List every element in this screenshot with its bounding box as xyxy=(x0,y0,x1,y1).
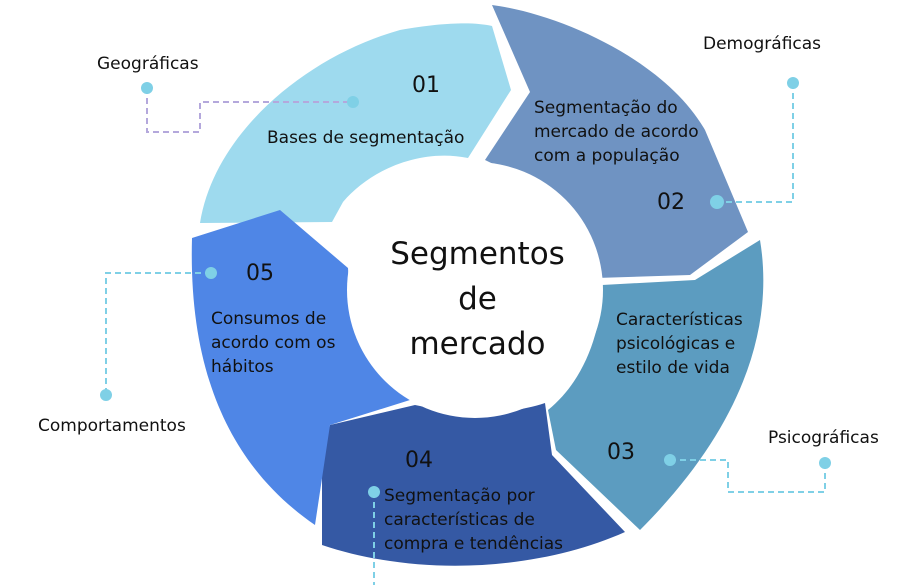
label-demograficas: Demográficas xyxy=(703,34,822,54)
center-circle xyxy=(347,162,603,418)
segment-text-02: Segmentação do mercado de acordo com a p… xyxy=(534,98,699,166)
segment-text-01: Bases de segmentação xyxy=(267,128,465,148)
label-psicograficas: Psicográficas xyxy=(768,428,879,448)
segment-number-02: 02 xyxy=(657,190,685,215)
segment-number-05: 05 xyxy=(246,261,274,286)
center-title: Segmentos de mercado xyxy=(390,236,565,362)
segment-05 xyxy=(191,210,410,525)
dot-psicograficas xyxy=(819,457,831,469)
dot-02 xyxy=(710,195,724,209)
segment-02 xyxy=(485,5,748,278)
dot-04 xyxy=(368,486,380,498)
dot-demograficas xyxy=(787,77,799,89)
segment-text-03: Características psicológicas e estilo de… xyxy=(616,310,743,378)
segment-text-04: Segmentação por características de compr… xyxy=(384,486,564,554)
label-geograficas: Geográficas xyxy=(97,54,199,74)
segment-04 xyxy=(322,403,625,566)
connector-psicograficas xyxy=(670,459,826,493)
dot-comportamentos xyxy=(100,389,112,401)
segment-number-01: 01 xyxy=(412,73,440,98)
dot-03 xyxy=(664,454,676,466)
segment-text-05: Consumos de acordo com os hábitos xyxy=(211,309,336,377)
connector-demograficas xyxy=(717,83,794,203)
dot-geograficas xyxy=(141,82,153,94)
label-comportamentos: Comportamentos xyxy=(38,416,186,436)
segment-number-04: 04 xyxy=(405,448,433,473)
connector-comportamentos xyxy=(105,272,211,395)
segment-number-03: 03 xyxy=(607,440,635,465)
segment-03 xyxy=(548,240,764,530)
dot-01 xyxy=(347,96,359,108)
dot-05 xyxy=(205,267,217,279)
segment-01 xyxy=(200,23,511,223)
